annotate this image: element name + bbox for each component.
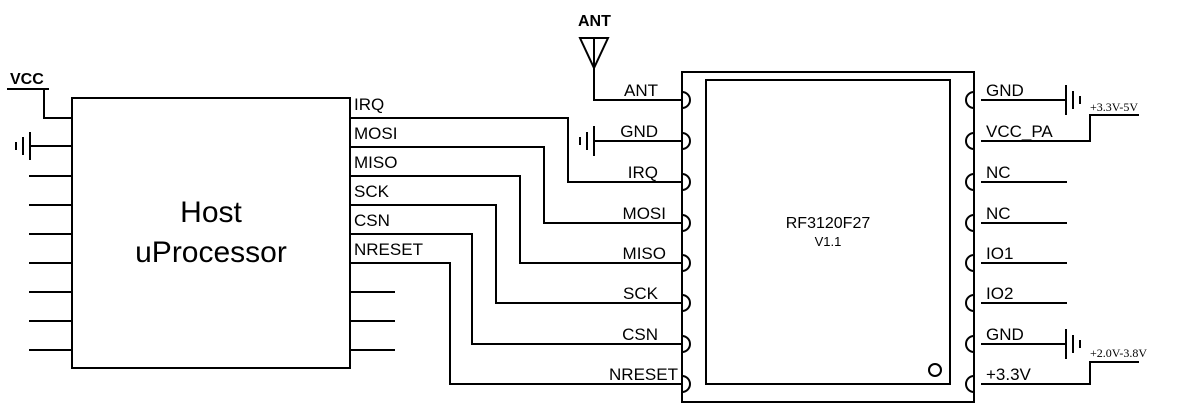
module-pin-vcc-pa: VCC_PA (986, 122, 1053, 141)
host-ground-symbol (15, 132, 73, 160)
chip-name: RF3120F27 (786, 215, 871, 232)
wire-mosi (349, 146, 683, 224)
wire-irq (349, 117, 683, 183)
wire-csn (349, 233, 683, 345)
module-right-pin-labels: GND VCC_PA NC NC IO1 IO2 GND +3.3V (986, 81, 1053, 384)
right-side-wires (981, 99, 1139, 385)
module-left-pin-labels: ANT GND IRQ MOSI MISO SCK CSN NRESET (609, 81, 678, 384)
module-pin-io2: IO2 (986, 284, 1013, 303)
vcc-supply: VCC (7, 71, 73, 119)
right-ground-bottom-symbol (1065, 329, 1081, 359)
module-pin-gnd-left: GND (620, 122, 658, 141)
antenna-symbol: ANT (578, 13, 683, 101)
module-right-castellations (965, 90, 976, 394)
module-pin-3v3: +3.3V (986, 365, 1032, 384)
host-pin-nreset: NRESET (354, 240, 423, 259)
host-pin-mosi: MOSI (354, 124, 397, 143)
host-pin-labels: IRQ MOSI MISO SCK CSN NRESET (354, 95, 423, 259)
module-pin-ant: ANT (624, 81, 658, 100)
module-left-castellations (680, 90, 691, 394)
pa-supply-label: +3.3V-5V (1090, 100, 1138, 114)
right-ground-top-symbol (1065, 85, 1081, 115)
host-right-stubs (349, 291, 395, 351)
module-pin-gnd-bottom: GND (986, 325, 1024, 344)
module-pin-nc-2: NC (986, 204, 1011, 223)
host-pin-miso: MISO (354, 153, 397, 172)
vcc-label: VCC (10, 71, 44, 88)
module-pin-irq: IRQ (628, 163, 658, 182)
host-pin-csn: CSN (354, 211, 390, 230)
wire-miso (349, 175, 683, 264)
host-pin-irq: IRQ (354, 95, 384, 114)
antenna-label: ANT (578, 13, 611, 30)
module-pin-io1: IO1 (986, 244, 1013, 263)
module-pin-gnd-top: GND (986, 81, 1024, 100)
pin1-marker (928, 363, 942, 377)
module-outer-box (681, 71, 975, 403)
chip-version: V1.1 (815, 234, 842, 249)
wire-nreset (349, 262, 683, 385)
host-pin-sck: SCK (354, 182, 390, 201)
module-pin-nreset: NRESET (609, 365, 678, 384)
module-pin-miso: MISO (623, 244, 666, 263)
module-inner-box (705, 79, 951, 385)
wire-sck (349, 204, 683, 304)
host-label-line1: Host (180, 196, 242, 229)
module-pin-sck: SCK (623, 284, 659, 303)
host-processor-box (71, 97, 351, 369)
host-left-stubs (29, 175, 73, 351)
host-label-line2: uProcessor (135, 236, 287, 269)
module-pin-nc-1: NC (986, 163, 1011, 182)
module-pin-mosi: MOSI (623, 204, 666, 223)
signal-wires (349, 117, 683, 385)
module-pin-csn: CSN (622, 325, 658, 344)
module-ground-symbol (579, 126, 683, 156)
main-supply-label: +2.0V-3.8V (1090, 346, 1147, 360)
